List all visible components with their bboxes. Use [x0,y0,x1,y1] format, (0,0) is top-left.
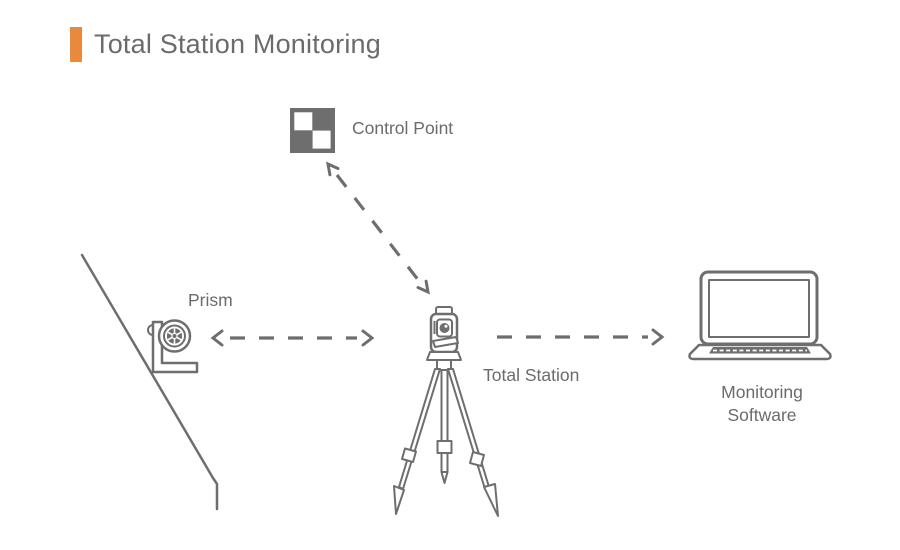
page-title: Total Station Monitoring [94,29,381,59]
arrowhead-right-icon [361,329,375,347]
checkerboard-control-point-icon [290,108,335,153]
arrowhead-up-icon [326,161,340,177]
arrow-prism-total-station [210,329,375,347]
total-station-on-tripod-icon [393,306,499,517]
monitoring-software-label-line2: Software [727,404,797,425]
total-station-label: Total Station [483,365,580,385]
control-point-label: Control Point [352,118,454,138]
monitoring-software-label-line1: Monitoring [721,382,803,402]
arrow-total-station-software [497,328,665,346]
arrowhead-down-icon [416,279,430,295]
prism-on-bracket-icon [147,319,199,374]
arrowhead-right-icon [651,328,665,346]
arrowhead-left-icon [210,329,224,347]
header: Total Station Monitoring [70,27,381,62]
arrow-control-point-total-station [326,161,430,295]
slope-wall-line [80,253,219,511]
title-accent-bar [70,27,82,62]
prism-label: Prism [188,290,233,310]
monitoring-software-label: Monitoring Software [698,381,826,426]
laptop-icon [688,270,832,361]
